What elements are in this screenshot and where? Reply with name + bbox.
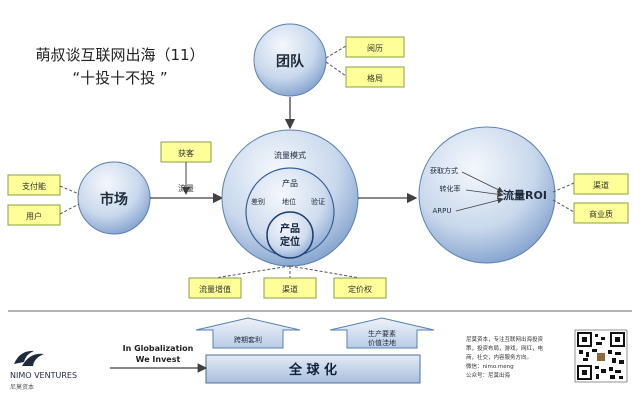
- core-middle-label: 产品: [282, 178, 298, 188]
- roi-label: 流量ROI: [503, 188, 547, 202]
- up-arrow-right-label1: 生产要素: [368, 329, 396, 338]
- roi-factor: ARPU: [433, 207, 452, 215]
- core-middle-word: 验证: [311, 197, 325, 206]
- roi-attr-box: [573, 173, 629, 195]
- roi-factor: 转化率: [440, 184, 461, 193]
- core-inner-line1: 产品: [280, 222, 300, 235]
- roi-node: [418, 126, 556, 264]
- slogan-line2: We Invest: [136, 355, 181, 364]
- market-connector: [59, 203, 80, 215]
- team-connector: [325, 61, 347, 77]
- market-attr-box: [7, 174, 61, 196]
- core-connector: [289, 265, 361, 279]
- team-attr-label: 格局: [367, 73, 383, 83]
- globalization-bar: [205, 354, 421, 384]
- traffic-input-label: 获客: [178, 148, 194, 158]
- traffic-arrow-label: 流量: [178, 183, 194, 193]
- roi-factor-arrow: [455, 197, 504, 212]
- team-attr-label: 阅历: [367, 44, 383, 53]
- core-connector: [214, 265, 291, 279]
- info-line: 公众号：尼莫出海: [466, 371, 511, 379]
- up-arrow-right: [329, 317, 435, 349]
- market-connector: [59, 185, 80, 195]
- core-inner-line2: 定位: [280, 235, 300, 248]
- title-line2: “十投十不投 ”: [72, 69, 167, 87]
- core-middle-word: 地位: [282, 197, 296, 206]
- market-attr-label: 支付能: [22, 181, 46, 191]
- team-node: [253, 23, 327, 97]
- info-line: 策，投资布局，游戏，网红，电: [466, 344, 544, 352]
- brand-logo-icon: [14, 350, 44, 366]
- core-attr-box: [188, 277, 242, 299]
- up-arrow-left: [195, 317, 301, 349]
- team-label: 团队: [276, 53, 305, 70]
- market-attr-label: 用户: [26, 211, 42, 221]
- core-attr-label: 渠道: [282, 284, 298, 294]
- up-arrow-left-label: 跨期套利: [234, 335, 262, 344]
- roi-attr-label: 渠道: [593, 180, 609, 190]
- roi-attr-label: 商业质: [589, 209, 613, 219]
- team-connector: [325, 45, 347, 59]
- brand-name: NIMO VENTURES: [10, 371, 77, 380]
- info-line: 商，社交，内容服务方向。: [466, 353, 532, 361]
- roi-factor: 获取方式: [430, 166, 458, 175]
- core-attr-label: 定价权: [348, 284, 372, 294]
- roi-connector: [552, 199, 575, 213]
- core-outer-label: 流量模式: [274, 150, 306, 160]
- core-middle-word: 差别: [251, 197, 265, 206]
- qr-code-icon: [574, 329, 628, 383]
- roi-connector: [552, 182, 575, 193]
- roi-attr-box: [573, 202, 629, 224]
- core-attr-box: [263, 277, 317, 299]
- roi-factor-arrow: [465, 189, 504, 198]
- team-attr-box: [345, 66, 405, 88]
- team-attr-box: [345, 36, 405, 58]
- slogan-line1: In Globalization: [123, 344, 194, 353]
- up-arrow-right-label2: 价值洼地: [368, 338, 396, 347]
- brand-name-cn: 尼莫资本: [10, 383, 34, 391]
- market-label: 市场: [100, 191, 128, 208]
- core-attr-label: 流量增值: [199, 284, 231, 294]
- info-line: 微信：nimo.meng: [466, 362, 514, 370]
- globalization-label: 全 球 化: [288, 362, 337, 378]
- title-line1: 萌叔谈互联网出海（11）: [35, 46, 204, 64]
- roi-factor-arrow: [461, 171, 504, 193]
- info-line: 尼莫资本，专注互联网出海投资: [466, 335, 544, 343]
- core-attr-box: [333, 277, 387, 299]
- core-inner-circle: [266, 211, 314, 259]
- market-attr-box: [7, 204, 61, 226]
